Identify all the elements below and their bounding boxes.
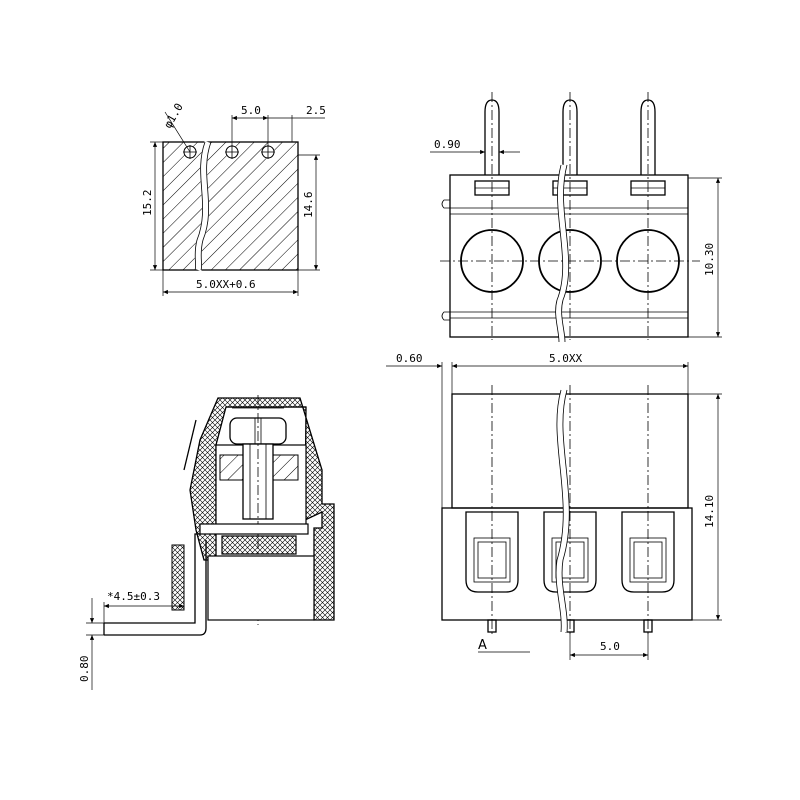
bottom-left-view: *4.5±0.3 0.80 bbox=[78, 395, 335, 690]
tl-dim-pitch-top: 5.0 bbox=[241, 104, 261, 117]
br-label-a: A bbox=[478, 638, 487, 653]
bl-dim-pin-length: *4.5±0.3 bbox=[107, 590, 160, 603]
tl-hatched-body bbox=[162, 141, 299, 271]
br-dim-offset-left: 0.60 bbox=[396, 352, 423, 365]
tl-break-line bbox=[194, 140, 212, 272]
bl-clamp-block bbox=[221, 535, 297, 555]
br-dim-height-right: 14.10 bbox=[703, 495, 716, 528]
tl-dim-offset-top: 2.5 bbox=[306, 104, 326, 117]
bottom-right-view: 0.60 5.0XX 14.10 5.0 A bbox=[386, 352, 722, 660]
bl-left-wall bbox=[171, 544, 185, 611]
tl-dim-height-right: 14.6 bbox=[302, 192, 315, 219]
tl-dim-hole-diameter: φ1.0 bbox=[161, 101, 186, 130]
tl-dim-width-bottom: 5.0XX+0.6 bbox=[196, 278, 256, 291]
tr-dim-pin-width: 0.90 bbox=[434, 138, 461, 151]
bl-dim-pin-thickness: 0.80 bbox=[78, 656, 91, 683]
tr-body bbox=[449, 174, 689, 338]
tr-dim-height-right: 10.30 bbox=[703, 243, 716, 276]
br-dim-pitch-bottom: 5.0 bbox=[600, 640, 620, 653]
tr-pins bbox=[484, 92, 656, 340]
tl-dim-height-left: 15.2 bbox=[141, 190, 154, 217]
top-left-view: 5.0 2.5 φ1.0 15.2 14.6 5.0XX+0.6 bbox=[141, 101, 326, 296]
top-right-view: 0.90 10.30 bbox=[430, 92, 722, 343]
bl-pin bbox=[104, 533, 207, 636]
br-dim-total-width: 5.0XX bbox=[549, 352, 582, 365]
